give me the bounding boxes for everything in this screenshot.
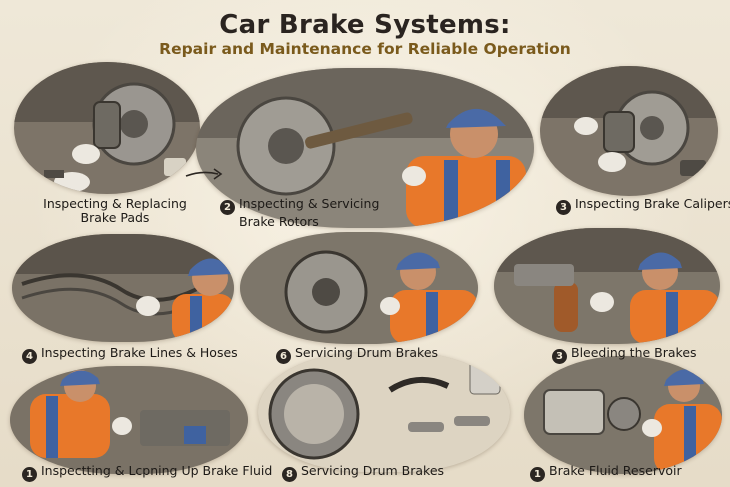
illustration-brake-rotors xyxy=(196,68,534,228)
illustration-brake-lines xyxy=(12,234,234,342)
step-number-badge: 8 xyxy=(282,467,297,482)
brake-fluid-scene xyxy=(10,366,248,474)
caption-step-6: 3 Bleeding the Brakes xyxy=(552,346,697,364)
drum-brakes-scene xyxy=(240,232,478,344)
step-number-badge: 3 xyxy=(556,200,571,215)
illustration-brake-calipers xyxy=(540,66,718,196)
caption-step-8: 8 Servicing Drum Brakes xyxy=(282,464,444,482)
illustration-brake-pads xyxy=(14,62,200,194)
fluid-reservoir-scene xyxy=(524,356,722,474)
illustration-drum-brake-parts xyxy=(258,352,510,472)
caption-step-2-line2: Brake Rotors xyxy=(239,214,319,229)
step-number-badge: 1 xyxy=(530,467,545,482)
caption-step-2-line1: Inspecting & Servicing xyxy=(239,196,380,211)
brake-rotors-scene xyxy=(196,68,534,228)
caption-step-1: Inspecting & Replacing Brake Pads xyxy=(20,197,210,225)
caption-step-9-line1: Brake Fluid Reservoir xyxy=(549,463,682,478)
caption-step-1-line2: Brake Pads xyxy=(80,210,150,225)
illustration-fluid-reservoir xyxy=(524,356,722,474)
step-number-badge: 1 xyxy=(22,467,37,482)
brake-lines-scene xyxy=(12,234,234,342)
caption-step-9: 1 Brake Fluid Reservoir xyxy=(530,464,682,482)
caption-step-2: 2 Inspecting & Servicing Brake Rotors xyxy=(220,197,379,229)
brake-calipers-scene xyxy=(540,66,718,196)
caption-step-4-line1: Inspecting Brake Lines & Hoses xyxy=(41,345,238,360)
step-number-badge: 3 xyxy=(552,349,567,364)
step-number-badge: 4 xyxy=(22,349,37,364)
step-number-badge: 6 xyxy=(276,349,291,364)
illustration-drum-brakes-middle xyxy=(240,232,478,344)
caption-step-5: 6 Servicing Drum Brakes xyxy=(276,346,438,364)
bleeding-scene xyxy=(494,228,720,344)
page-title: Car Brake Systems: xyxy=(219,10,511,40)
caption-step-7: 1 Inspectting & Lcpning Up Brake Fluid xyxy=(22,464,272,482)
caption-step-7-line1: Inspectting & Lcpning Up Brake Fluid xyxy=(41,463,273,478)
caption-step-5-line1: Servicing Drum Brakes xyxy=(295,345,439,360)
brake-pads-scene xyxy=(14,62,200,194)
caption-step-6-line1: Bleeding the Brakes xyxy=(571,345,697,360)
illustration-bleeding xyxy=(494,228,720,344)
caption-step-3-line1: Inspecting Brake Calipers xyxy=(575,196,730,211)
caption-step-4: 4 Inspecting Brake Lines & Hoses xyxy=(22,346,238,364)
caption-step-8-line1: Servicing Drum Brakes xyxy=(301,463,445,478)
step-number-badge: 2 xyxy=(220,200,235,215)
caption-step-1-line1: Inspecting & Replacing xyxy=(43,196,187,211)
illustration-brake-fluid xyxy=(10,366,248,474)
caption-step-3: 3 Inspecting Brake Calipers xyxy=(556,197,730,215)
drum-parts-scene xyxy=(258,352,510,472)
arrow-icon xyxy=(185,168,223,180)
page-subtitle: Repair and Maintenance for Reliable Oper… xyxy=(159,40,571,58)
